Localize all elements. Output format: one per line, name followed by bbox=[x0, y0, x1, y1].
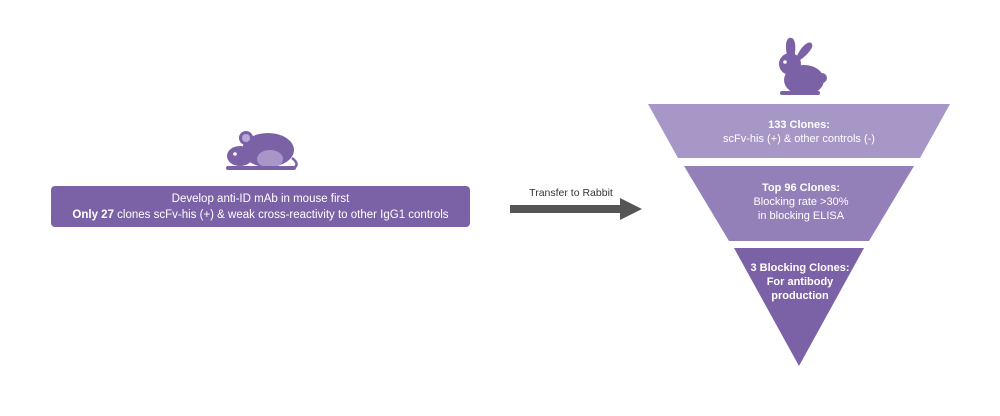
mouse-summary-box: Develop anti-ID mAb in mouse first Only … bbox=[51, 186, 470, 227]
funnel-tier-3 bbox=[734, 248, 864, 366]
tier-3-label: 3 Blocking Clones: For antibody producti… bbox=[740, 261, 860, 303]
tier-3-title: 3 Blocking Clones: bbox=[750, 262, 850, 274]
tier-3-line-2: production bbox=[771, 290, 829, 302]
clone-funnel bbox=[648, 104, 950, 366]
tier-3-line-1: For antibody bbox=[766, 276, 834, 288]
funnel-tier-2 bbox=[684, 166, 914, 241]
tier-1-line-1: scFv-his (+) & other controls (-) bbox=[723, 133, 875, 145]
tier-2-line-1: Blocking rate >30% bbox=[753, 196, 849, 208]
transfer-label: Transfer to Rabbit bbox=[529, 187, 613, 199]
mouse-summary-line2: Only 27 clones scFv-his (+) & weak cross… bbox=[51, 207, 470, 223]
tier-2-label: Top 96 Clones: Blocking rate >30% in blo… bbox=[712, 181, 890, 223]
mouse-summary-highlight: Only 27 bbox=[72, 208, 114, 221]
tier-1-label: 133 Clones: scFv-his (+) & other control… bbox=[690, 118, 908, 146]
mouse-summary-line1: Develop anti-ID mAb in mouse first bbox=[171, 192, 350, 205]
mouse-icon bbox=[226, 131, 298, 170]
tier-1-title: 133 Clones: bbox=[768, 119, 830, 131]
mouse-summary-line2-rest: clones scFv-his (+) & weak cross-reactiv… bbox=[113, 208, 449, 221]
funnel-tier-1 bbox=[648, 104, 950, 158]
rabbit-icon bbox=[779, 37, 827, 95]
transfer-arrow bbox=[510, 198, 642, 220]
tier-2-title: Top 96 Clones: bbox=[761, 182, 841, 194]
tier-2-line-2: in blocking ELISA bbox=[757, 210, 845, 222]
